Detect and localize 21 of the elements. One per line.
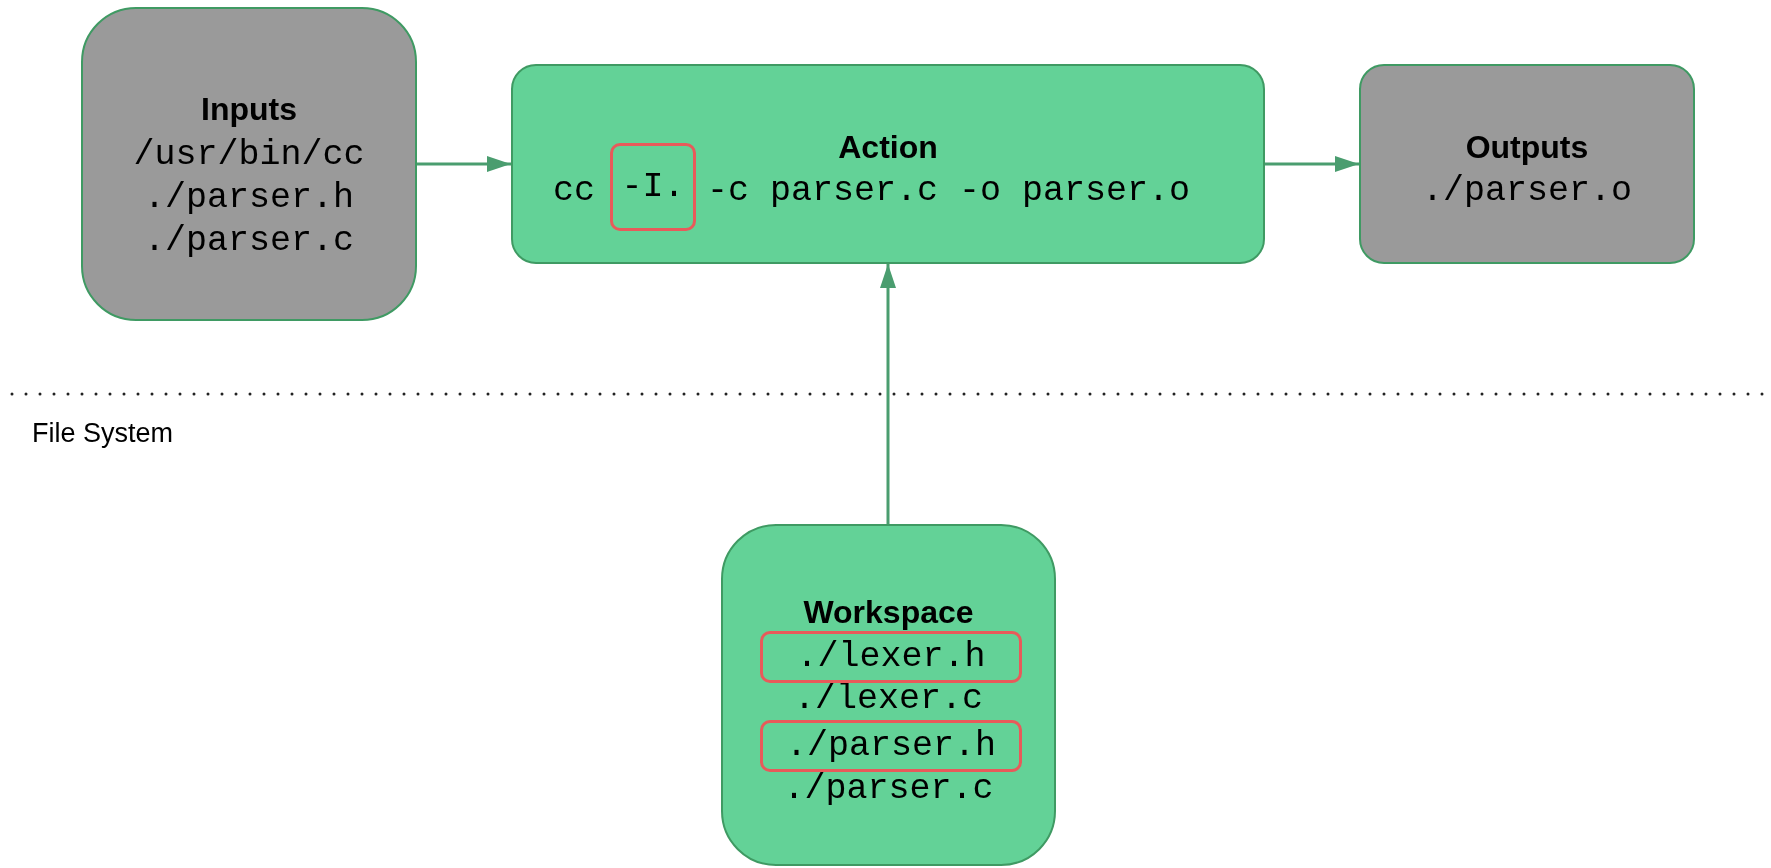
arrow (417, 156, 511, 172)
file-path: /usr/bin/cc (132, 134, 366, 176)
file-path: ./parser.o (1420, 170, 1633, 212)
box-heading: Workspace (802, 592, 975, 632)
arrow (880, 264, 896, 524)
file-path: ./parser.c (142, 220, 355, 262)
region-label: File System (32, 418, 174, 449)
box-heading: Inputs (200, 89, 298, 129)
highlight-box: ./parser.h (760, 720, 1022, 772)
highlight-box: -I. (610, 143, 696, 231)
workspace-box (721, 524, 1056, 866)
box-heading: Outputs (1464, 127, 1590, 167)
arrow (1265, 156, 1359, 172)
input-box (81, 7, 417, 321)
output-box (1359, 64, 1695, 264)
highlight-box: ./lexer.h (760, 631, 1022, 683)
command-text: cc (553, 170, 595, 212)
file-path: ./parser.h (142, 177, 355, 219)
action-box (511, 64, 1265, 264)
box-heading: Action (837, 127, 939, 167)
command-text: -c parser.c -o parser.o (707, 170, 1191, 212)
